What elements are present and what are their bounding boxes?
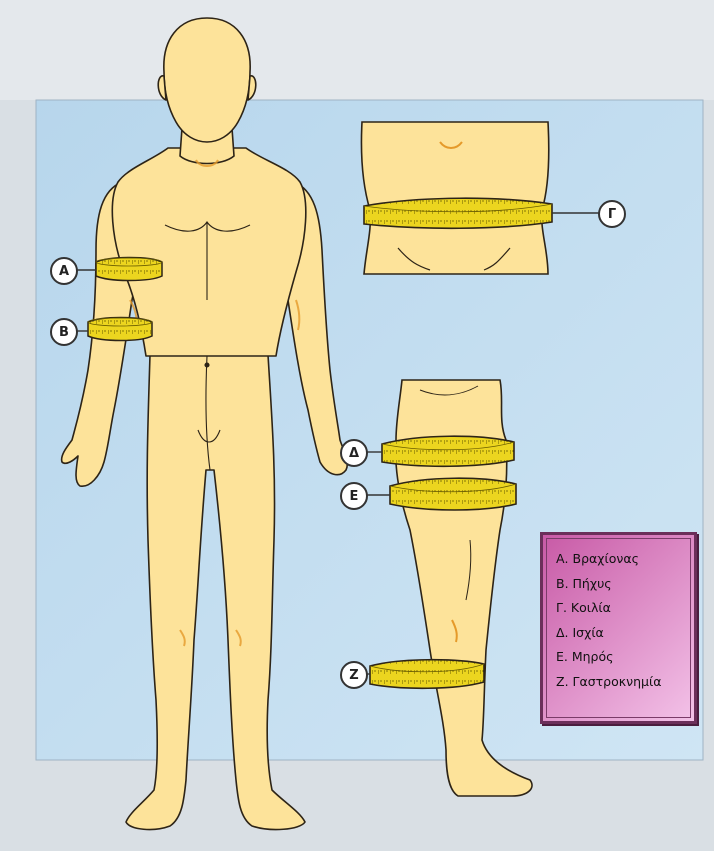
tape-E (390, 478, 516, 510)
callout-B: Β (50, 318, 78, 346)
tape-B (88, 318, 152, 341)
tape-G (364, 198, 552, 228)
legend-item: Ζ. Γαστροκνημία (556, 670, 681, 695)
legend-item: Β. Πήχυς (556, 572, 681, 597)
callout-G: Γ (598, 200, 626, 228)
callout-A: Α (50, 257, 78, 285)
legend-item: Γ. Κοιλία (556, 596, 681, 621)
tape-D (382, 436, 514, 466)
tape-Z (370, 660, 484, 689)
legend-item: Α. Βραχίονας (556, 547, 681, 572)
legend-list: Α. Βραχίονας Β. Πήχυς Γ. Κοιλία Δ. Ισχία… (556, 547, 681, 694)
callout-Z: Ζ (340, 661, 368, 689)
tape-A (96, 258, 162, 281)
legend-box: Α. Βραχίονας Β. Πήχυς Γ. Κοιλία Δ. Ισχία… (540, 532, 697, 724)
legend-item: Ε. Μηρός (556, 645, 681, 670)
callout-D: Δ (340, 439, 368, 467)
legend-item: Δ. Ισχία (556, 621, 681, 646)
callout-E: Ε (340, 482, 368, 510)
